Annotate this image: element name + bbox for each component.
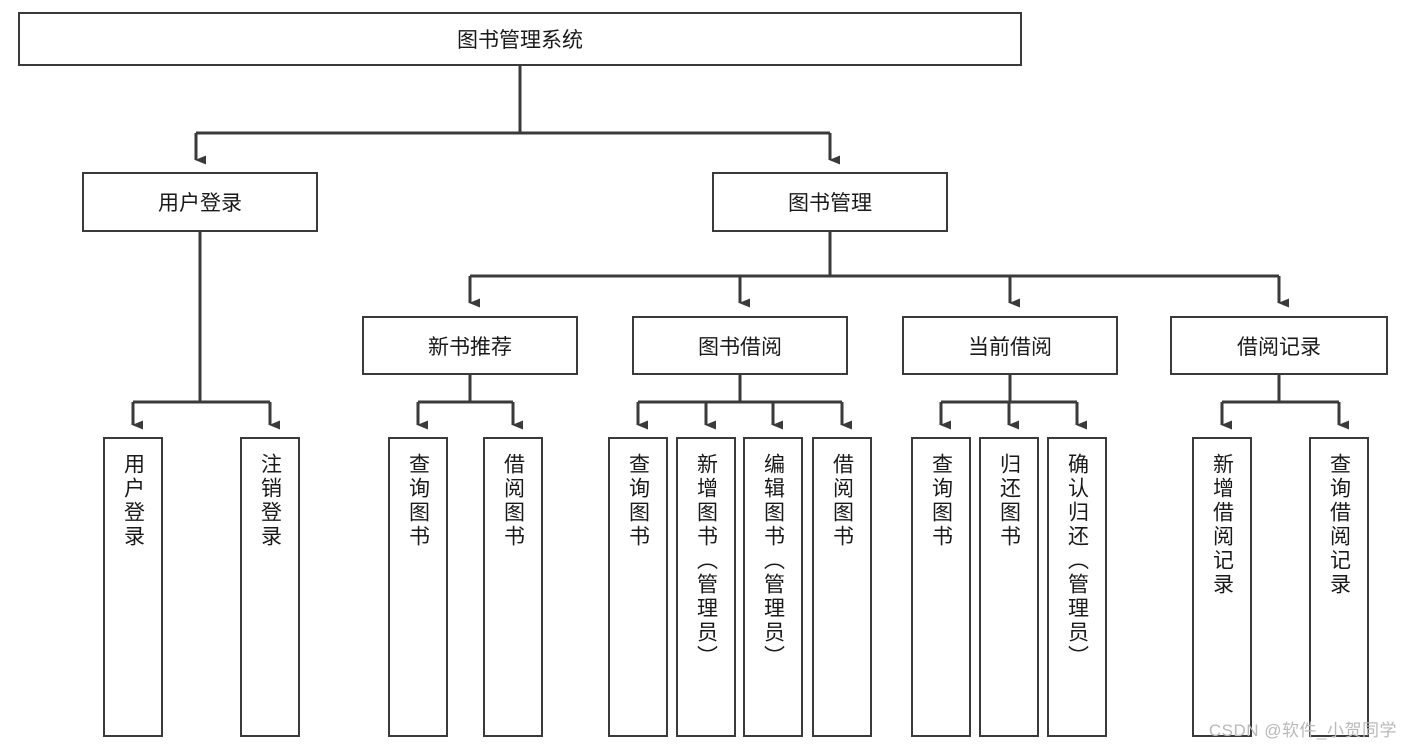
- node-leaf-query-book-1[interactable]: 查询图书: [388, 437, 448, 737]
- node-leaf-borrow-book-1[interactable]: 借阅图书: [483, 437, 543, 737]
- node-new-book-recommend-label: 新书推荐: [428, 335, 512, 359]
- node-new-book-recommend[interactable]: 新书推荐: [362, 316, 578, 375]
- node-leaf-add-record[interactable]: 新增借阅记录: [1192, 437, 1252, 737]
- node-current-borrow-label: 当前借阅: [968, 335, 1052, 359]
- node-book-manage[interactable]: 图书管理: [712, 172, 948, 232]
- node-book-borrow[interactable]: 图书借阅: [632, 316, 848, 375]
- watermark: CSDN @软件_小贺同学: [1208, 721, 1397, 740]
- node-leaf-edit-book-label: 编辑图书（管理员）: [761, 453, 785, 669]
- node-leaf-borrow-book-2-label: 借阅图书: [830, 453, 854, 549]
- node-leaf-return-book-label: 归还图书: [997, 453, 1021, 549]
- node-leaf-return-book[interactable]: 归还图书: [979, 437, 1039, 737]
- node-leaf-user-login-label: 用户登录: [121, 453, 145, 549]
- node-root[interactable]: 图书管理系统: [18, 12, 1022, 66]
- node-leaf-add-book-label: 新增图书（管理员）: [694, 453, 718, 669]
- node-leaf-query-record-label: 查询借阅记录: [1327, 453, 1351, 597]
- node-current-borrow[interactable]: 当前借阅: [902, 316, 1118, 375]
- node-leaf-query-book-1-label: 查询图书: [406, 453, 430, 549]
- node-leaf-confirm-return[interactable]: 确认归还（管理员）: [1047, 437, 1107, 737]
- node-leaf-query-book-2-label: 查询图书: [626, 453, 650, 549]
- node-leaf-add-book[interactable]: 新增图书（管理员）: [676, 437, 736, 737]
- node-leaf-add-record-label: 新增借阅记录: [1210, 453, 1234, 597]
- node-leaf-borrow-book-2[interactable]: 借阅图书: [812, 437, 872, 737]
- node-leaf-borrow-book-1-label: 借阅图书: [501, 453, 525, 549]
- node-user-login[interactable]: 用户登录: [82, 172, 318, 232]
- node-leaf-user-login[interactable]: 用户登录: [103, 437, 163, 737]
- node-leaf-query-book-3[interactable]: 查询图书: [911, 437, 971, 737]
- node-book-borrow-label: 图书借阅: [698, 335, 782, 359]
- node-leaf-query-book-3-label: 查询图书: [929, 453, 953, 549]
- node-leaf-user-logout[interactable]: 注销登录: [240, 437, 300, 737]
- node-root-label: 图书管理系统: [457, 29, 583, 52]
- node-leaf-edit-book[interactable]: 编辑图书（管理员）: [743, 437, 803, 737]
- node-leaf-query-book-2[interactable]: 查询图书: [608, 437, 668, 737]
- node-user-login-label: 用户登录: [158, 192, 242, 215]
- node-leaf-query-record[interactable]: 查询借阅记录: [1309, 437, 1369, 737]
- node-borrow-record-label: 借阅记录: [1237, 335, 1321, 359]
- node-leaf-user-logout-label: 注销登录: [258, 453, 282, 549]
- node-leaf-confirm-return-label: 确认归还（管理员）: [1065, 453, 1089, 669]
- node-book-manage-label: 图书管理: [788, 192, 872, 215]
- node-borrow-record[interactable]: 借阅记录: [1170, 316, 1388, 375]
